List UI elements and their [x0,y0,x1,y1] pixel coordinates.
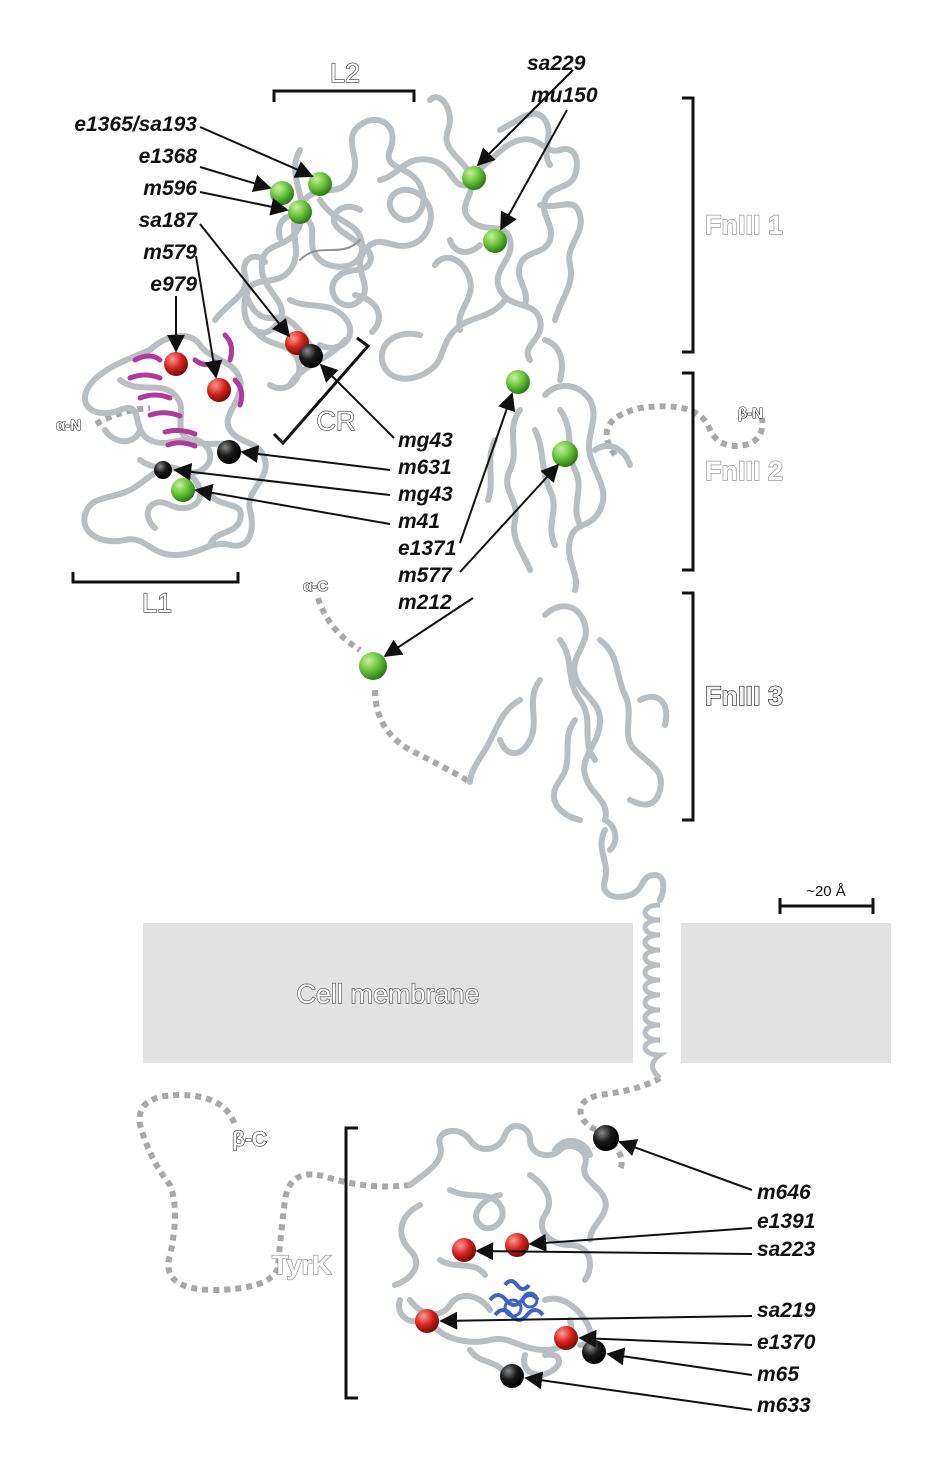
l2-domain-ribbon [241,117,473,351]
label-m633: m633 [757,1394,811,1417]
sphere-m596 [288,200,312,224]
fn3-2-domain-ribbon [485,383,633,593]
label-sa229: sa229 [527,52,586,75]
sphere-m577 [552,441,578,467]
l2-label: L2 [330,58,360,88]
beta-n-label: β-N [738,405,763,422]
transmembrane-helix [598,827,668,1080]
l1-label: L1 [142,588,172,618]
region-labels: L2 L1 CR FnIII 1 FnIII 2 FnIII 3 TyrK α-… [55,57,783,1280]
sphere-m579 [207,378,231,402]
region-brackets [71,89,695,1400]
cr-bracket [272,336,371,446]
label-sa187: sa187 [139,209,199,232]
label-m65: m65 [757,1363,799,1386]
label-e1370: e1370 [757,1331,816,1354]
alpha-n-label: α-N [56,417,81,434]
fn3-3-bracket [682,591,695,822]
sphere-m631 [217,440,241,464]
label-m596: m596 [143,177,197,200]
alpha-c-linker [315,597,472,785]
fn3-3-domain-ribbon [467,603,670,853]
sphere-sa219 [415,1309,439,1333]
label-m631: m631 [398,456,452,479]
label-mg43-cr: mg43 [398,429,453,452]
sphere-e1371 [506,370,530,394]
label-e1365-sa193: e1365/sa193 [74,113,197,136]
sphere-mu150 [483,229,507,253]
label-sa219: sa219 [757,1299,816,1322]
tyrk-label: TyrK [272,1250,332,1280]
tyrk-blue-ligand [488,1279,545,1322]
label-m579: m579 [143,241,197,264]
scale-bar-label: ~20 Å [806,883,846,900]
annotation-arrows [167,69,753,1411]
l1-domain-ribbon [81,253,303,558]
sphere-sa229 [462,166,486,190]
scale-bar: ~20 Å [778,883,875,914]
tm-to-kinase-linker [577,1075,662,1133]
label-e1368: e1368 [139,145,198,168]
sphere-e1391 [505,1233,529,1257]
sphere-e1370 [554,1326,578,1350]
beta-c-linker [136,1091,411,1294]
sphere-m65 [582,1340,606,1364]
label-e1371: e1371 [398,537,456,560]
fn3-2-bracket [682,371,695,572]
membrane-block-right [681,923,891,1063]
sphere-m646 [593,1125,619,1151]
l1-bracket [71,572,240,584]
sphere-e1368 [270,181,294,205]
cell-membrane: Cell membrane [143,923,891,1063]
membrane-block-left [143,923,633,1063]
sphere-mg43-l1 [154,461,172,479]
mutation-labels: e1365/sa193 e1368 m596 sa187 m579 e979 s… [74,52,815,1417]
fn3-2-label: FnIII 2 [705,456,783,486]
label-mg43-l1: mg43 [398,483,453,506]
label-m577: m577 [398,564,453,587]
sphere-e979 [164,352,188,376]
sphere-sa223 [452,1238,476,1262]
alpha-n-linker [94,405,151,427]
label-mu150: mu150 [531,84,598,107]
mutation-spheres [154,166,619,1388]
label-m646: m646 [757,1181,811,1204]
label-sa223: sa223 [757,1238,816,1261]
label-m41: m41 [398,510,440,533]
cr-label: CR [317,406,356,436]
sphere-m41 [171,478,195,502]
tyrk-bracket [344,1126,358,1400]
label-e979: e979 [150,273,197,296]
fn3-1-bracket [682,96,695,354]
l2-bracket [272,89,416,102]
beta-n-linker [603,403,766,457]
sphere-e1365-sa193 [308,172,332,196]
beta-c-label: β-C [232,1128,267,1151]
fn3-1-domain-ribbon [378,94,584,383]
label-e1391: e1391 [757,1210,815,1233]
fn3-3-label: FnIII 3 [705,681,783,711]
sphere-mg43-cr [299,344,323,368]
sphere-m212 [359,652,387,680]
alpha-c-label: α-C [303,578,328,595]
label-m212: m212 [398,591,452,614]
fn3-1-label: FnIII 1 [705,210,783,240]
membrane-label: Cell membrane [296,979,479,1009]
l1-magenta-strands [127,332,245,449]
sphere-m633 [500,1364,524,1388]
